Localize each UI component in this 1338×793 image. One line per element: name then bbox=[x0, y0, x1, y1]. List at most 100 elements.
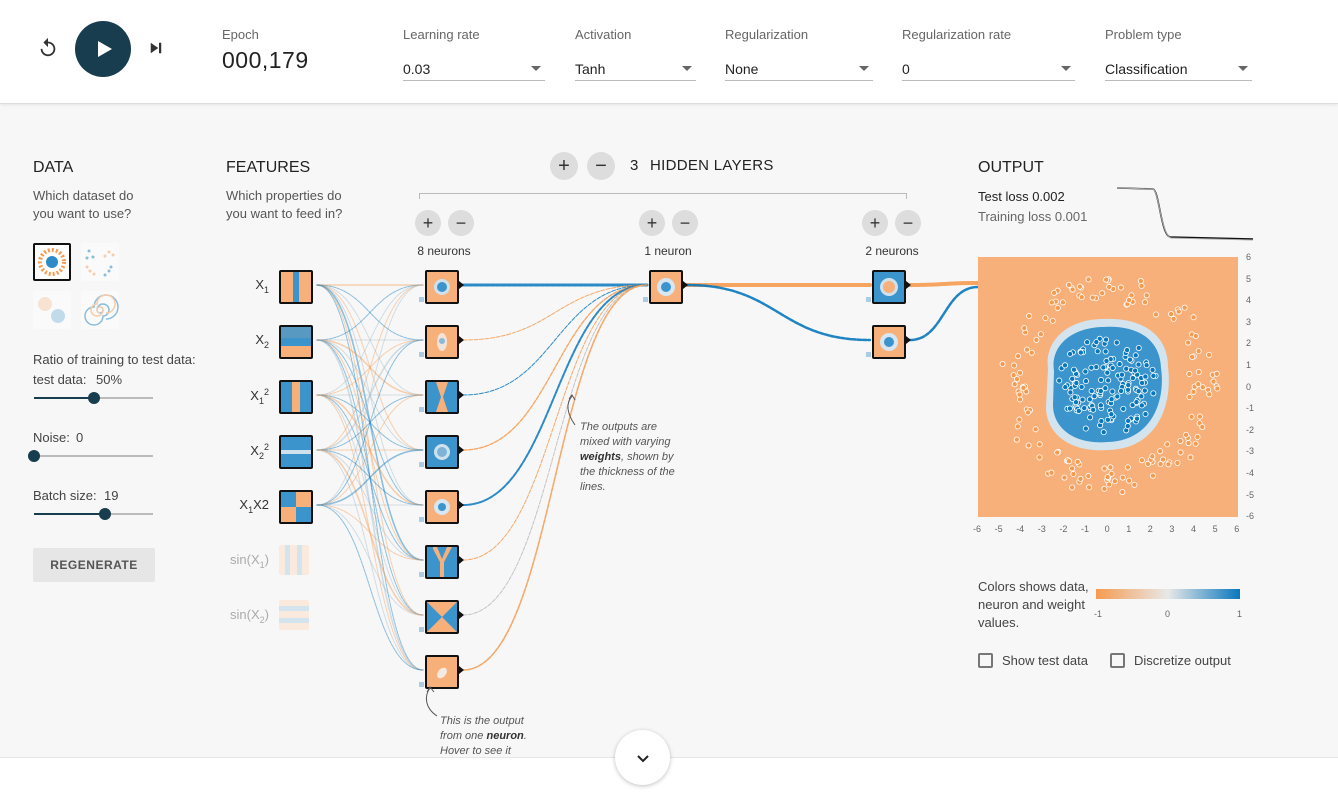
batch-slider[interactable] bbox=[34, 508, 153, 520]
weight-link[interactable] bbox=[316, 449, 424, 671]
weight-link[interactable] bbox=[316, 394, 424, 561]
batch-slider-thumb[interactable] bbox=[99, 508, 112, 520]
ratio-slider[interactable] bbox=[34, 392, 153, 404]
feature-node[interactable] bbox=[279, 270, 313, 304]
bias-indicator[interactable] bbox=[419, 407, 424, 412]
weight-link[interactable] bbox=[316, 449, 424, 506]
weight-link[interactable] bbox=[316, 449, 424, 561]
hidden-neuron-l1[interactable] bbox=[425, 490, 459, 524]
weight-link[interactable] bbox=[316, 284, 424, 506]
bias-indicator[interactable] bbox=[419, 627, 424, 632]
weight-link[interactable] bbox=[316, 449, 424, 616]
hidden-neuron-l1[interactable] bbox=[425, 545, 459, 579]
discretize-output-checkbox[interactable]: Discretize output bbox=[1110, 653, 1231, 668]
weight-link[interactable] bbox=[462, 284, 648, 671]
remove-layer-button[interactable]: − bbox=[587, 152, 615, 180]
regenerate-button[interactable]: REGENERATE bbox=[33, 548, 155, 582]
hidden-neuron-l3[interactable] bbox=[872, 325, 906, 359]
remove-neuron-button-layer1[interactable]: − bbox=[448, 210, 474, 236]
weight-link[interactable] bbox=[316, 394, 424, 616]
feature-node[interactable] bbox=[279, 325, 313, 359]
hidden-neuron-l1[interactable] bbox=[425, 270, 459, 304]
weight-link[interactable] bbox=[316, 284, 424, 396]
bias-indicator[interactable] bbox=[419, 297, 424, 302]
feature-node[interactable] bbox=[279, 600, 309, 630]
weight-link[interactable] bbox=[316, 394, 424, 671]
feature-node[interactable] bbox=[279, 490, 313, 524]
weight-link[interactable] bbox=[316, 504, 424, 671]
hidden-neuron-l3[interactable] bbox=[872, 270, 906, 304]
hidden-neuron-l1[interactable] bbox=[425, 435, 459, 469]
weight-link[interactable] bbox=[316, 504, 424, 561]
add-neuron-button-layer3[interactable]: + bbox=[862, 210, 888, 236]
add-layer-button[interactable]: + bbox=[550, 152, 578, 180]
hidden-neuron-l1[interactable] bbox=[425, 655, 459, 689]
bias-indicator[interactable] bbox=[419, 572, 424, 577]
bias-indicator[interactable] bbox=[419, 352, 424, 357]
bias-indicator[interactable] bbox=[643, 297, 648, 302]
weight-link[interactable] bbox=[316, 284, 424, 561]
weight-link[interactable] bbox=[316, 339, 424, 671]
scroll-down-button[interactable] bbox=[615, 730, 670, 785]
remove-neuron-button-layer2[interactable]: − bbox=[672, 210, 698, 236]
remove-neuron-button-layer3[interactable]: − bbox=[895, 210, 921, 236]
weight-link[interactable] bbox=[462, 284, 648, 561]
problem-type-select[interactable]: Classification bbox=[1105, 57, 1252, 81]
show-test-data-checkbox[interactable]: Show test data bbox=[978, 653, 1088, 668]
weight-link[interactable] bbox=[685, 283, 872, 342]
weight-link[interactable] bbox=[316, 339, 424, 451]
weight-link[interactable] bbox=[316, 339, 424, 616]
hidden-neuron-l1[interactable] bbox=[425, 325, 459, 359]
weight-link[interactable] bbox=[462, 284, 648, 451]
hidden-neuron-l1[interactable] bbox=[425, 600, 459, 634]
weight-link[interactable] bbox=[316, 339, 424, 506]
feature-node[interactable] bbox=[279, 545, 309, 575]
play-button[interactable] bbox=[75, 21, 131, 77]
activation-select[interactable]: Tanh bbox=[575, 57, 696, 81]
weight-link[interactable] bbox=[316, 394, 424, 506]
regularization-select[interactable]: None bbox=[725, 57, 873, 81]
bias-indicator[interactable] bbox=[419, 462, 424, 467]
dataset-gauss-thumb[interactable] bbox=[33, 291, 71, 329]
feature-node[interactable] bbox=[279, 380, 313, 414]
weight-link[interactable] bbox=[316, 339, 424, 561]
weight-link[interactable] bbox=[316, 284, 424, 506]
weight-link[interactable] bbox=[316, 504, 424, 616]
reset-button[interactable] bbox=[36, 36, 60, 60]
weight-link[interactable] bbox=[316, 339, 424, 451]
add-neuron-button-layer2[interactable]: + bbox=[639, 210, 665, 236]
weight-link[interactable] bbox=[908, 285, 980, 342]
ratio-slider-thumb[interactable] bbox=[87, 392, 100, 404]
bias-indicator[interactable] bbox=[419, 682, 424, 687]
weight-link[interactable] bbox=[316, 284, 424, 396]
weight-link[interactable] bbox=[316, 394, 424, 506]
weight-link[interactable] bbox=[462, 284, 648, 341]
bias-indicator[interactable] bbox=[419, 517, 424, 522]
regularization-rate-select[interactable]: 0 bbox=[902, 57, 1075, 81]
weight-link[interactable] bbox=[316, 339, 424, 396]
feature-node[interactable] bbox=[279, 435, 313, 469]
weight-link[interactable] bbox=[316, 284, 424, 671]
add-neuron-button-layer1[interactable]: + bbox=[415, 210, 441, 236]
weight-link[interactable] bbox=[462, 284, 648, 396]
weight-link[interactable] bbox=[316, 284, 424, 341]
hidden-neuron-l1[interactable] bbox=[425, 380, 459, 414]
weight-link[interactable] bbox=[316, 394, 424, 451]
weight-link[interactable] bbox=[316, 449, 424, 506]
noise-slider[interactable] bbox=[28, 450, 153, 462]
learning-rate-select[interactable]: 0.03 bbox=[403, 57, 545, 81]
step-button[interactable] bbox=[145, 37, 167, 59]
weight-link[interactable] bbox=[316, 339, 424, 396]
dataset-circle-thumb[interactable] bbox=[33, 243, 71, 281]
weight-link[interactable] bbox=[462, 284, 648, 506]
weight-link[interactable] bbox=[316, 284, 424, 341]
weight-link[interactable] bbox=[316, 394, 424, 451]
hidden-neuron-l2[interactable] bbox=[649, 270, 683, 304]
weight-link[interactable] bbox=[316, 284, 424, 451]
weight-link[interactable] bbox=[316, 284, 424, 451]
dataset-spiral-thumb[interactable] bbox=[81, 291, 119, 329]
dataset-xor-thumb[interactable] bbox=[81, 243, 119, 281]
weight-link[interactable] bbox=[908, 281, 980, 287]
weight-link[interactable] bbox=[316, 339, 424, 506]
bias-indicator[interactable] bbox=[866, 352, 871, 357]
